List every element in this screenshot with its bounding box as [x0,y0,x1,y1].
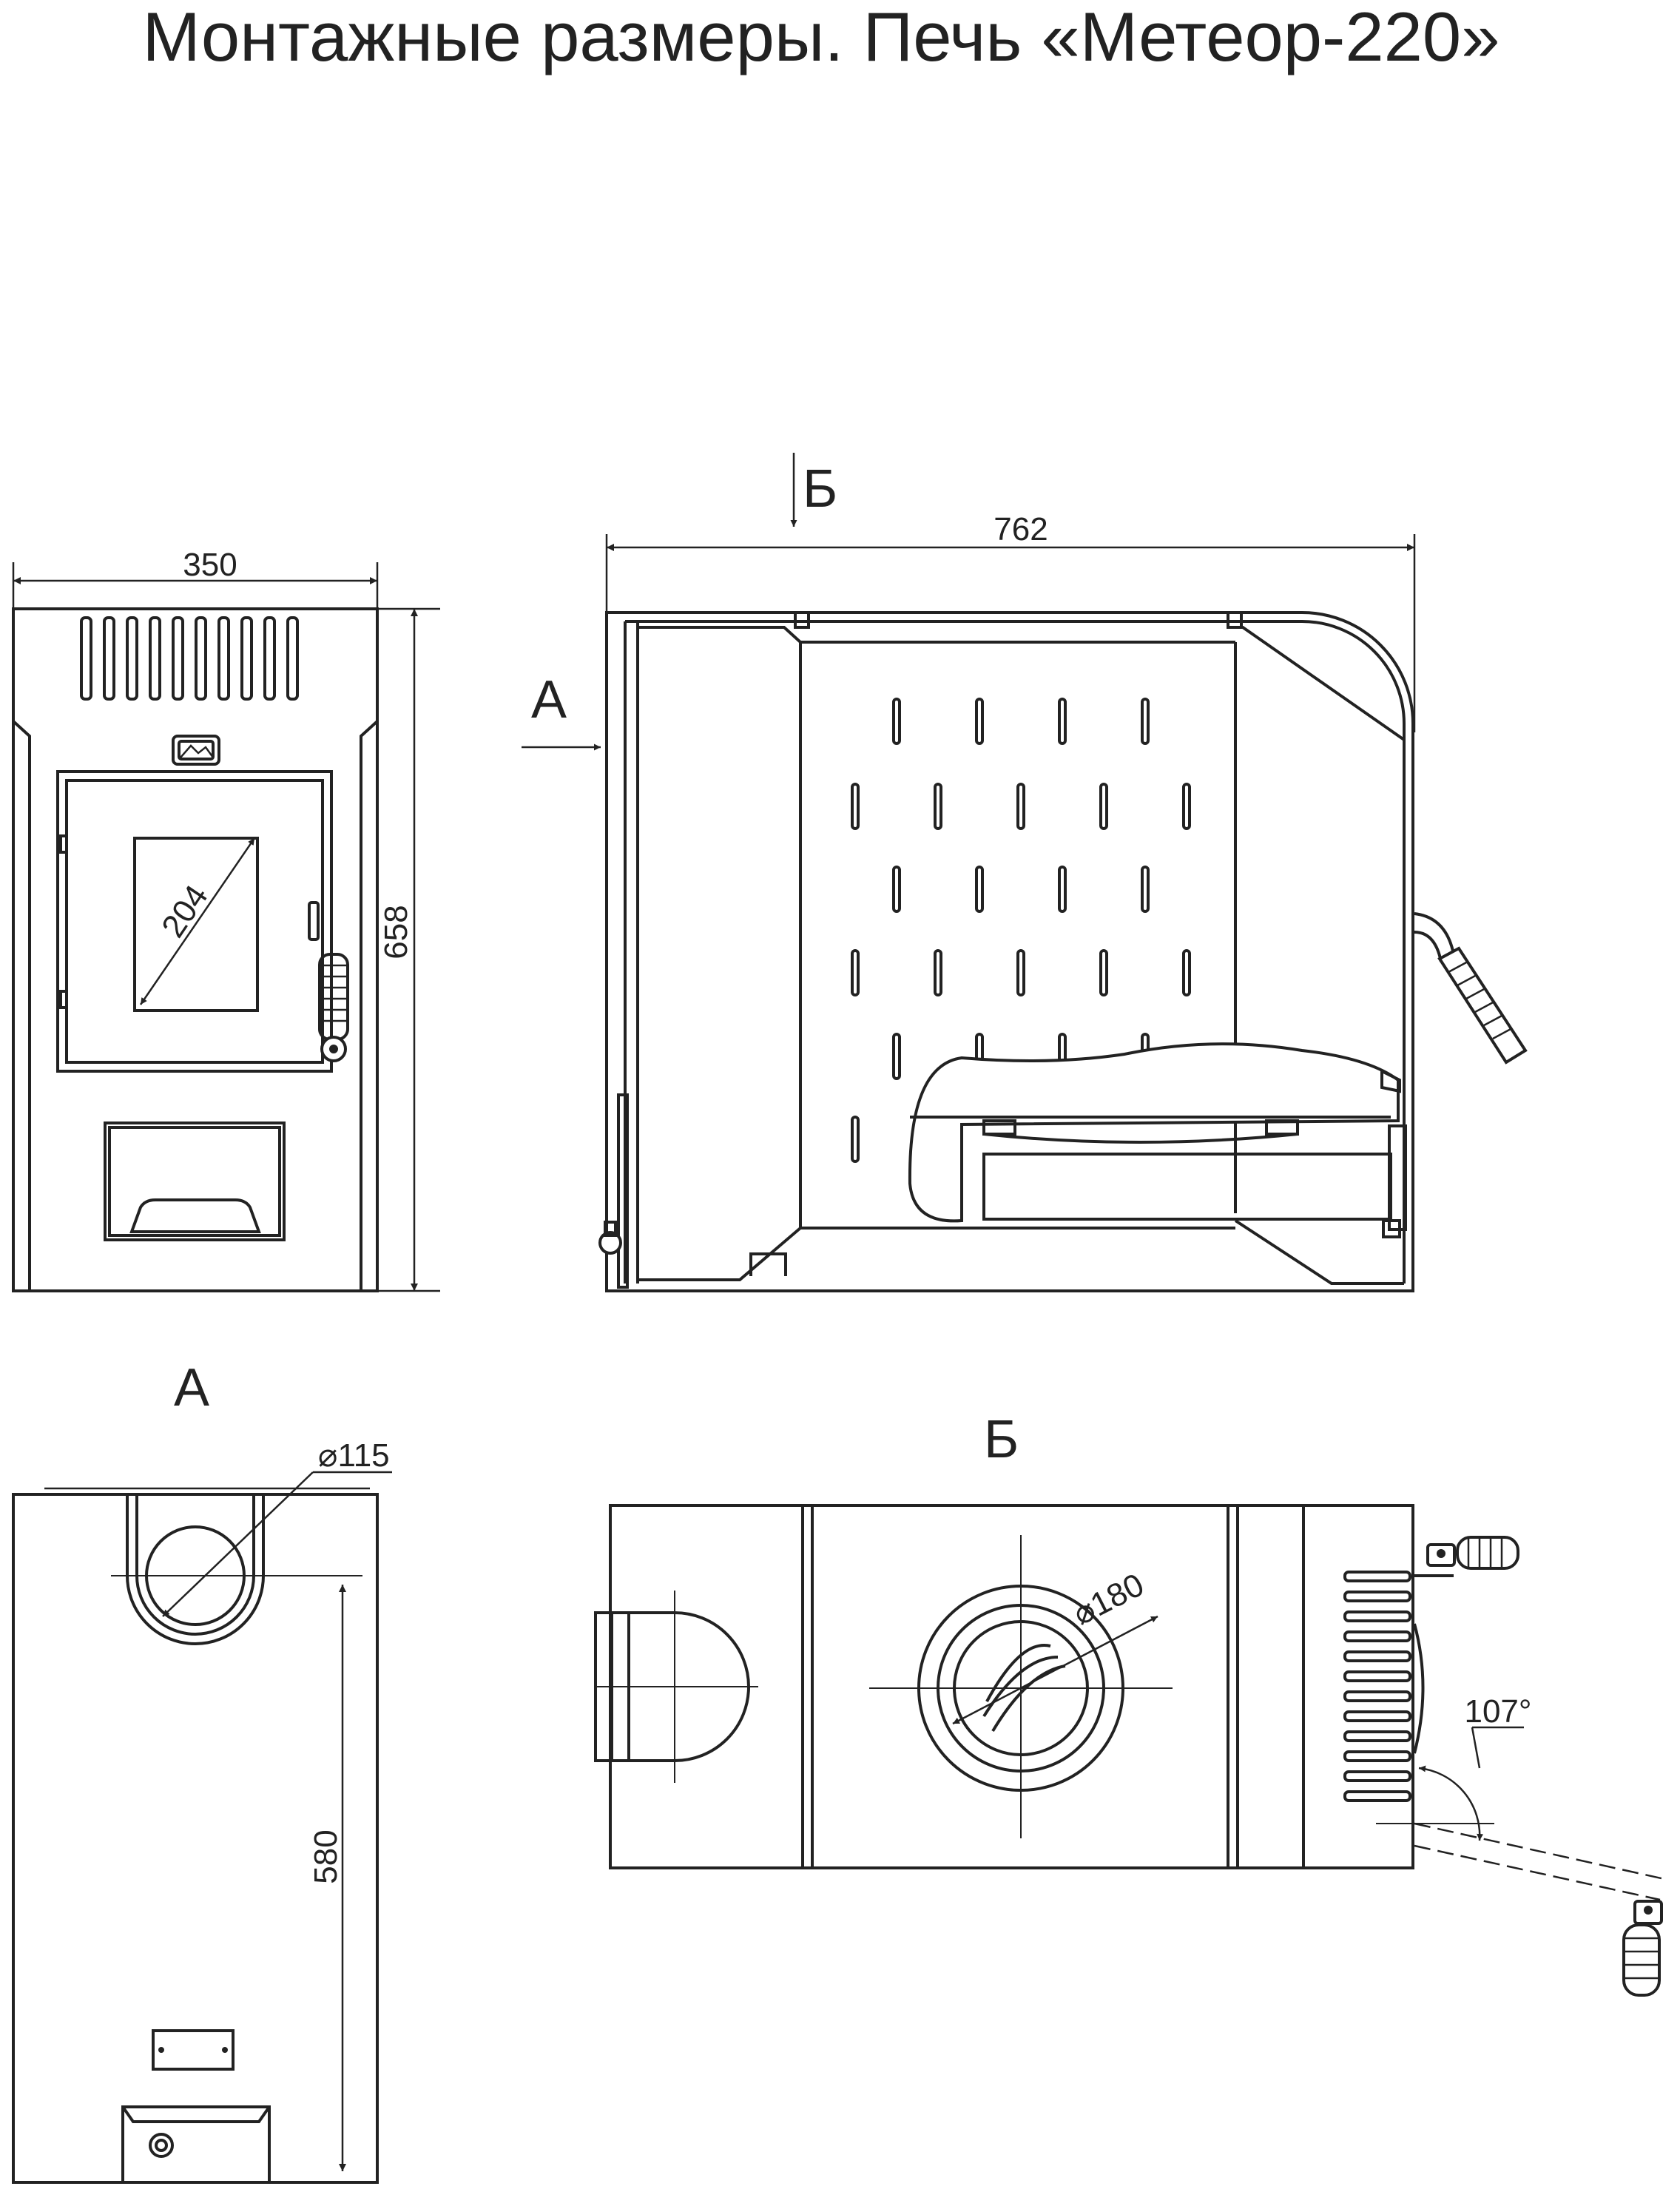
opened-handle [1622,1900,1663,1997]
logo-icon [172,735,220,766]
view-b: Б ⌀180 [594,1410,1665,1997]
door-handle [308,901,349,1062]
section-b-label: Б [803,459,837,519]
dimension-length: 762 [994,511,1048,547]
view-a-title: А [174,1358,209,1417]
view-a: А ⌀115 580 [12,1358,392,2184]
dimension-glass-diagonal: 204 [155,879,215,944]
view-b-title: Б [984,1410,1019,1469]
dimension-pipe-diameter-a: ⌀115 [318,1437,390,1474]
page-title: Монтажные размеры. Печь «Метеор-220» [143,0,1500,75]
dimension-door-angle: 107° [1464,1693,1531,1730]
front-view: 350 658 [12,547,440,1292]
louvers [1343,1571,1411,1802]
view-a-label: А [531,670,567,729]
dimension-pipe-height: 580 [308,1829,344,1883]
dimension-pipe-diameter-b: ⌀180 [1067,1567,1150,1633]
top-door-handle [1414,1536,1519,1577]
dimension-width: 350 [183,547,237,583]
side-view: Б А 762 [522,453,1528,1292]
front-vents [80,616,299,701]
dimension-height: 658 [378,905,414,959]
side-door-handle [1414,912,1528,1065]
